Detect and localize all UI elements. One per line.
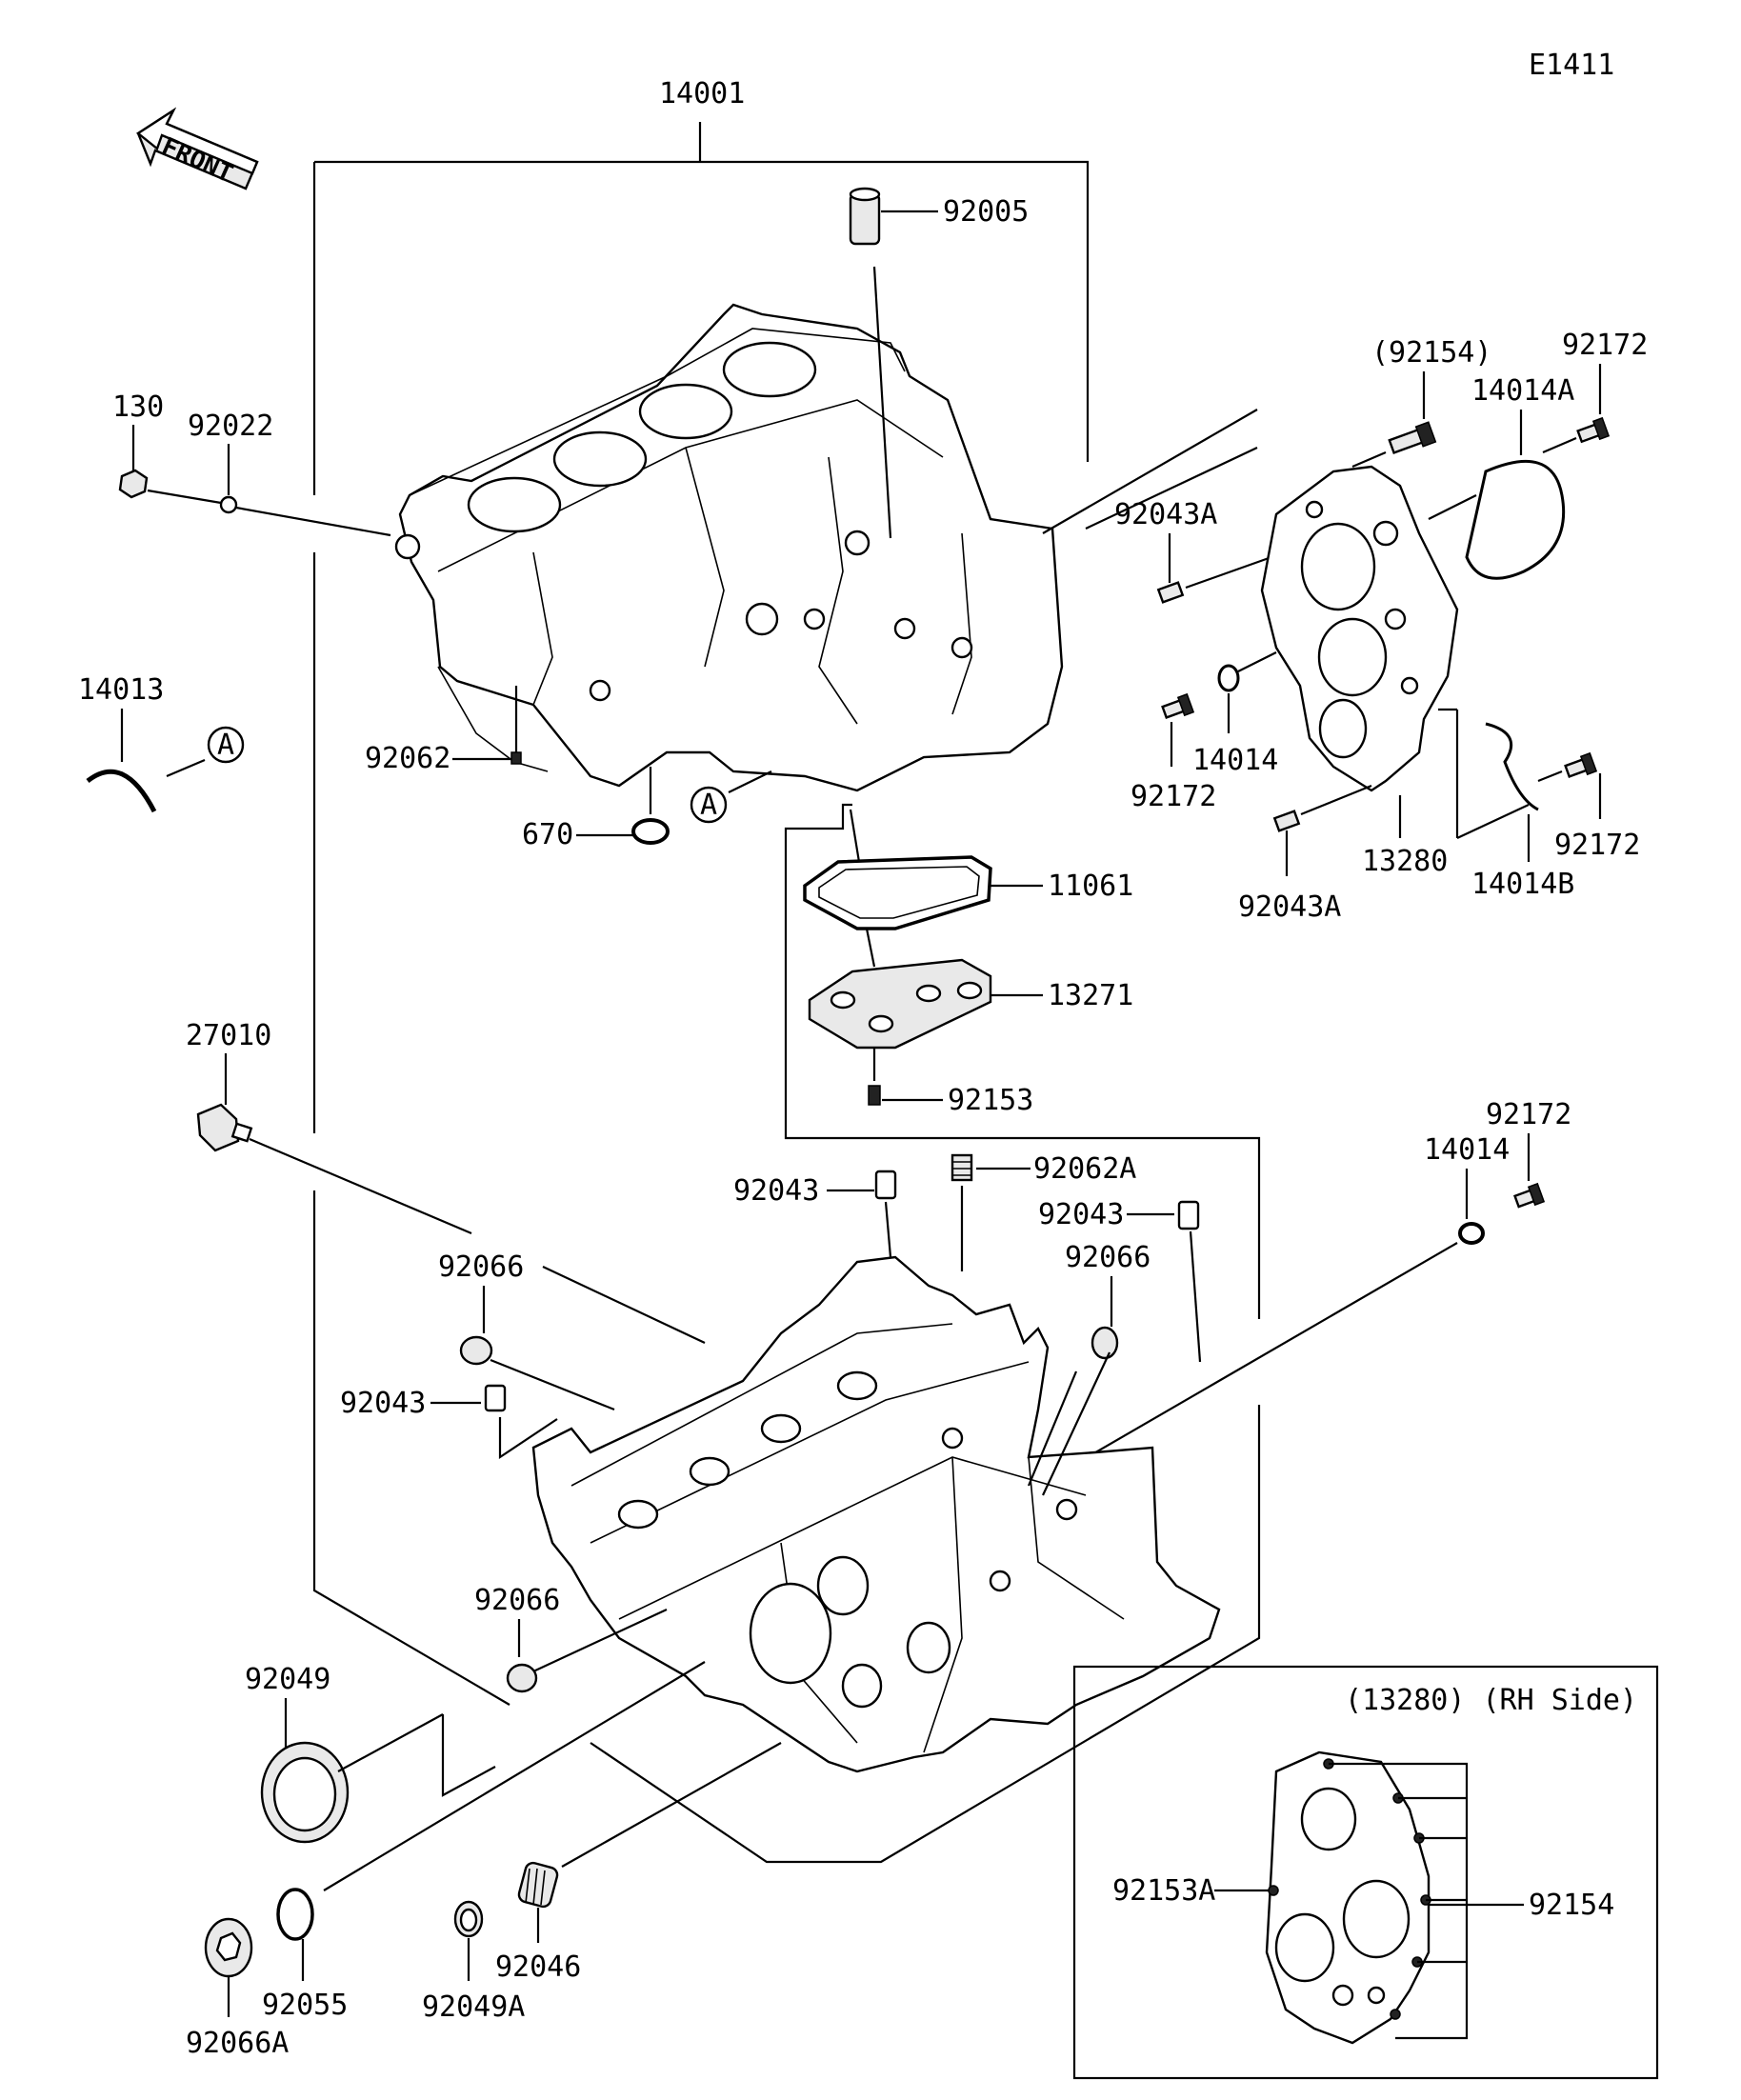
label-92153A: 92153A bbox=[1112, 1874, 1215, 1908]
seal-14013 bbox=[86, 769, 157, 813]
plug-92066-right bbox=[1091, 1326, 1119, 1360]
washer-14014-lower bbox=[1458, 1222, 1485, 1245]
dowel-92043A-bot bbox=[1272, 810, 1301, 832]
dowel-92043A-top bbox=[1156, 581, 1185, 604]
upper-crankcase-block bbox=[394, 303, 1064, 792]
label-92043A-top: 92043A bbox=[1114, 498, 1217, 531]
label-92062: 92062 bbox=[365, 742, 450, 775]
label-92049A: 92049A bbox=[422, 1990, 525, 2024]
label-92062A: 92062A bbox=[1033, 1152, 1136, 1186]
label-92172-lower: 92172 bbox=[1486, 1098, 1571, 1131]
label-14001: 14001 bbox=[659, 77, 745, 110]
plug-92066A bbox=[204, 1917, 253, 1978]
label-92043-lower: 92043 bbox=[340, 1387, 426, 1420]
front-arrow-icon: FRONT bbox=[135, 107, 259, 190]
plug-92005 bbox=[849, 187, 881, 246]
inset-title: (13280) (RH Side) bbox=[1345, 1684, 1637, 1717]
lower-crankcase-block bbox=[531, 1255, 1221, 1773]
label-14014-top: 14014 bbox=[1192, 744, 1278, 777]
label-92172-mid: 92172 bbox=[1131, 780, 1216, 813]
label-92172-top: 92172 bbox=[1562, 329, 1648, 362]
callout-a-left-letter: A bbox=[217, 729, 234, 762]
dowel-92043-lower bbox=[484, 1384, 507, 1412]
oil-seal-92049A bbox=[453, 1900, 484, 1938]
label-92043-right: 92043 bbox=[1038, 1198, 1124, 1231]
plug-92066-left bbox=[459, 1335, 493, 1366]
gasket-11061 bbox=[803, 855, 992, 930]
label-92022: 92022 bbox=[188, 410, 273, 443]
label-14013: 14013 bbox=[78, 673, 164, 707]
callout-a-upper-letter: A bbox=[700, 789, 717, 822]
bolt-92172-right bbox=[1564, 751, 1598, 778]
cover-13280 bbox=[1260, 465, 1459, 792]
dowel-92043-left bbox=[874, 1170, 897, 1200]
label-14014A: 14014A bbox=[1471, 374, 1574, 408]
gasket-14014A bbox=[1465, 459, 1566, 580]
switch-27010 bbox=[196, 1103, 253, 1152]
o-ring-92055 bbox=[276, 1888, 314, 1941]
bolt-92172-mid bbox=[1161, 692, 1195, 719]
label-92046: 92046 bbox=[495, 1950, 581, 1984]
label-92172-right: 92172 bbox=[1554, 829, 1640, 862]
label-13271: 13271 bbox=[1048, 979, 1133, 1012]
oil-seal-92049 bbox=[260, 1741, 350, 1844]
dowel-92043-right bbox=[1177, 1200, 1200, 1230]
label-92055: 92055 bbox=[262, 1989, 348, 2022]
label-92154-paren: (92154) bbox=[1371, 336, 1491, 370]
label-92005: 92005 bbox=[943, 195, 1029, 229]
label-27010: 27010 bbox=[186, 1019, 271, 1052]
bolt-92154 bbox=[1388, 421, 1437, 454]
rh-side-inset-frame bbox=[1072, 1665, 1659, 2080]
bolt-92172-top bbox=[1576, 416, 1611, 444]
washer-92022 bbox=[219, 495, 238, 514]
gasket-14014B bbox=[1485, 722, 1539, 811]
label-670: 670 bbox=[522, 818, 573, 851]
label-92066-bottom: 92066 bbox=[474, 1584, 560, 1617]
rh-side-cover-diagram bbox=[1265, 1750, 1431, 2045]
jet-92062A bbox=[951, 1153, 973, 1182]
label-92066-right: 92066 bbox=[1065, 1241, 1151, 1274]
label-92066-left: 92066 bbox=[438, 1250, 524, 1284]
figure-code: E1411 bbox=[1529, 49, 1614, 82]
label-92043-left: 92043 bbox=[733, 1174, 819, 1208]
plate-13271 bbox=[808, 958, 992, 1050]
label-92043A-bot: 92043A bbox=[1238, 890, 1341, 924]
label-130: 130 bbox=[112, 390, 164, 424]
callout-a-upper bbox=[690, 786, 728, 824]
washer-14014-top bbox=[1217, 664, 1240, 692]
label-92153: 92153 bbox=[948, 1084, 1033, 1117]
callout-a-left bbox=[207, 726, 245, 764]
label-92066A: 92066A bbox=[186, 2027, 289, 2060]
label-11061: 11061 bbox=[1048, 870, 1133, 903]
jet-92062 bbox=[510, 751, 522, 765]
crankcase-assembly-frame bbox=[312, 122, 1261, 1864]
o-ring-670 bbox=[631, 818, 670, 845]
label-92049: 92049 bbox=[245, 1663, 330, 1696]
bolt-92153 bbox=[868, 1085, 881, 1106]
label-92154: 92154 bbox=[1529, 1889, 1614, 1922]
label-13280: 13280 bbox=[1362, 845, 1448, 878]
label-14014-lower: 14014 bbox=[1424, 1133, 1510, 1167]
bolt-130 bbox=[118, 469, 149, 499]
needle-bearing-92046 bbox=[517, 1861, 559, 1909]
bolt-92172-lower bbox=[1513, 1182, 1546, 1209]
label-14014B: 14014B bbox=[1471, 868, 1574, 901]
plug-92066-bottom bbox=[506, 1663, 538, 1693]
